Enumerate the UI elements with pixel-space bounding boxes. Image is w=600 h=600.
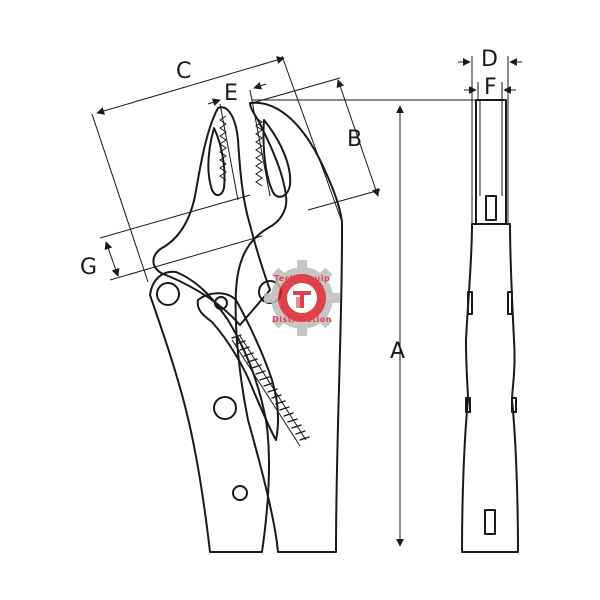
dimension-lines-side [91, 55, 478, 547]
label-c: C [176, 59, 191, 84]
handle-rivet-mid [213, 396, 237, 420]
dimension-labels: A B C D E F G [80, 47, 498, 364]
label-g: G [80, 255, 97, 280]
label-a: A [390, 339, 405, 364]
label-e: E [224, 81, 238, 106]
release-lever [196, 292, 280, 441]
lower-handle [149, 270, 270, 553]
pivot-rivet-top-left [156, 282, 180, 306]
pliers-front-view [461, 99, 519, 553]
label-d: D [481, 47, 498, 72]
pivot-rivet-lever [214, 296, 228, 310]
watermark-top-text: Technoquip [274, 274, 330, 283]
front-view-handle [461, 223, 519, 553]
fixed-jaw-hollow [262, 119, 292, 198]
pliers-side-view [149, 101, 343, 553]
dimension-lines-front [458, 56, 522, 224]
fixed-jaw-teeth [255, 117, 263, 187]
label-b: B [347, 127, 362, 152]
movable-jaw-hollow [207, 127, 226, 196]
spring [231, 334, 310, 447]
fixed-jaw-body [234, 101, 343, 553]
gear-icon [264, 260, 340, 336]
label-f: F [484, 75, 497, 100]
technoquip-watermark-logo: Technoquip Distribution [264, 260, 340, 336]
movable-jaw-teeth [219, 115, 227, 181]
handle-rivet-low [232, 485, 248, 501]
front-view-slot [484, 509, 496, 535]
movable-jaw [152, 106, 271, 326]
watermark-bottom-text: Distribution [272, 315, 332, 324]
